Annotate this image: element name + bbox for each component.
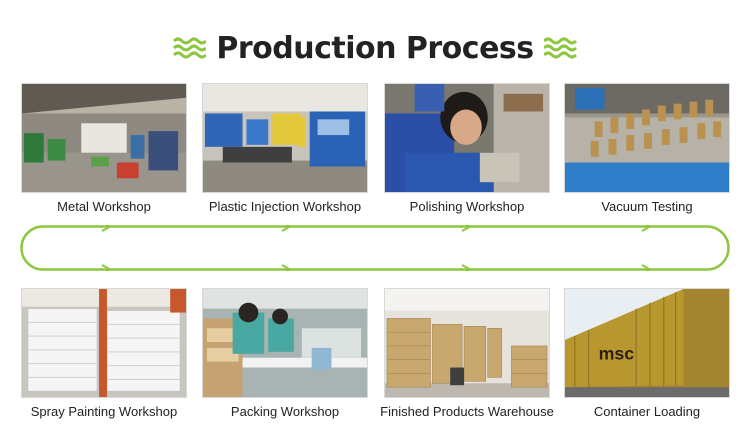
chevron-right-icon [281, 264, 293, 271]
chevron-right-icon [101, 225, 113, 232]
chevron-right-icon [461, 225, 473, 232]
step-label: Container Loading [593, 404, 701, 419]
process-flow-loop [20, 225, 730, 271]
chevron-right-icon [461, 264, 473, 271]
step-spray-painting-workshop: Spray Painting Workshop [21, 288, 187, 419]
step-plastic-injection-workshop: Plastic Injection Workshop [202, 83, 368, 214]
step-label: Finished Products Warehouse [380, 404, 554, 419]
spray-painting-workshop-photo [21, 288, 187, 398]
chevron-right-icon [641, 264, 653, 271]
chevron-right-icon [281, 225, 293, 232]
chevron-right-icon [101, 264, 113, 271]
wave-icon [173, 37, 207, 59]
plastic-injection-workshop-photo [202, 83, 368, 193]
chevron-right-icon [641, 225, 653, 232]
page-title: Production Process [216, 30, 534, 66]
metal-workshop-photo [21, 83, 187, 193]
packing-workshop-photo [202, 288, 368, 398]
step-polishing-workshop: Polishing Workshop [384, 83, 550, 214]
step-label: Spray Painting Workshop [30, 404, 178, 419]
step-label: Polishing Workshop [409, 199, 525, 214]
step-label: Packing Workshop [230, 404, 340, 419]
polishing-workshop-photo [384, 83, 550, 193]
page-header: Production Process [0, 26, 750, 70]
container-brand-text: msc [599, 344, 635, 364]
step-finished-products-warehouse: Finished Products Warehouse [380, 288, 554, 419]
step-label: Metal Workshop [57, 199, 151, 214]
step-label: Plastic Injection Workshop [208, 199, 362, 214]
wave-icon [543, 37, 577, 59]
step-vacuum-testing: Vacuum Testing [564, 83, 730, 214]
step-metal-workshop: Metal Workshop [21, 83, 187, 214]
step-container-loading: msc Container Loading [564, 288, 730, 419]
step-label: Vacuum Testing [601, 199, 693, 214]
vacuum-testing-photo [564, 83, 730, 193]
container-loading-photo: msc [564, 288, 730, 398]
step-packing-workshop: Packing Workshop [202, 288, 368, 419]
finished-products-warehouse-photo [384, 288, 550, 398]
